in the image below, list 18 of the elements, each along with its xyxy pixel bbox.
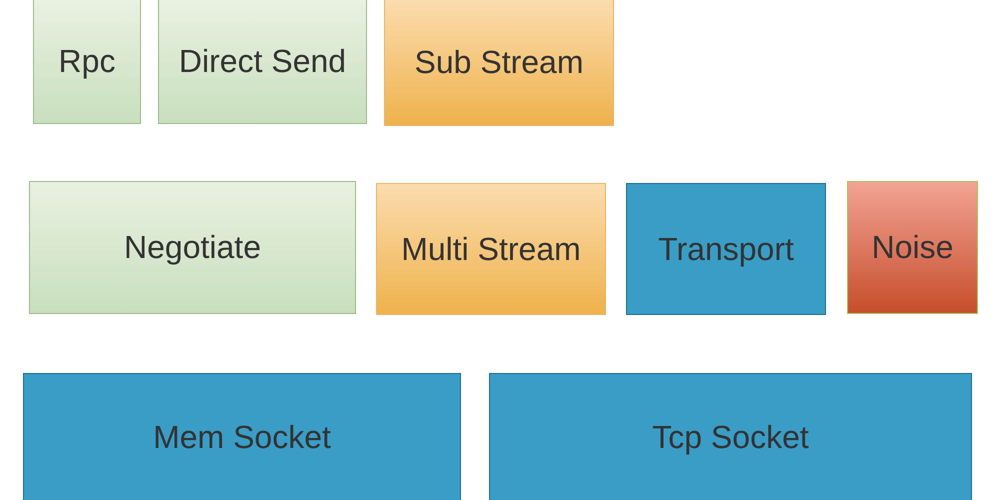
layer-box bbox=[158, 0, 367, 124]
layer-box bbox=[376, 183, 606, 315]
layer-label: Direct Send bbox=[178, 43, 346, 80]
layer-label: Noise bbox=[872, 229, 954, 266]
layer-label: Transport bbox=[658, 230, 794, 268]
layer-box bbox=[29, 181, 356, 314]
layer-box bbox=[33, 0, 141, 124]
layer-box bbox=[847, 181, 978, 314]
layer-label: Rpc bbox=[58, 43, 116, 80]
layer-label: Tcp Socket bbox=[652, 418, 809, 456]
layer-label: Mem Socket bbox=[153, 418, 331, 456]
layer-label: Sub Stream bbox=[414, 44, 584, 81]
layer-box bbox=[384, 0, 614, 126]
layer-box bbox=[626, 183, 826, 315]
layer-label: Multi Stream bbox=[401, 230, 581, 268]
layer-box bbox=[23, 373, 461, 500]
layer-box bbox=[489, 373, 972, 500]
layer-label: Negotiate bbox=[124, 229, 261, 266]
